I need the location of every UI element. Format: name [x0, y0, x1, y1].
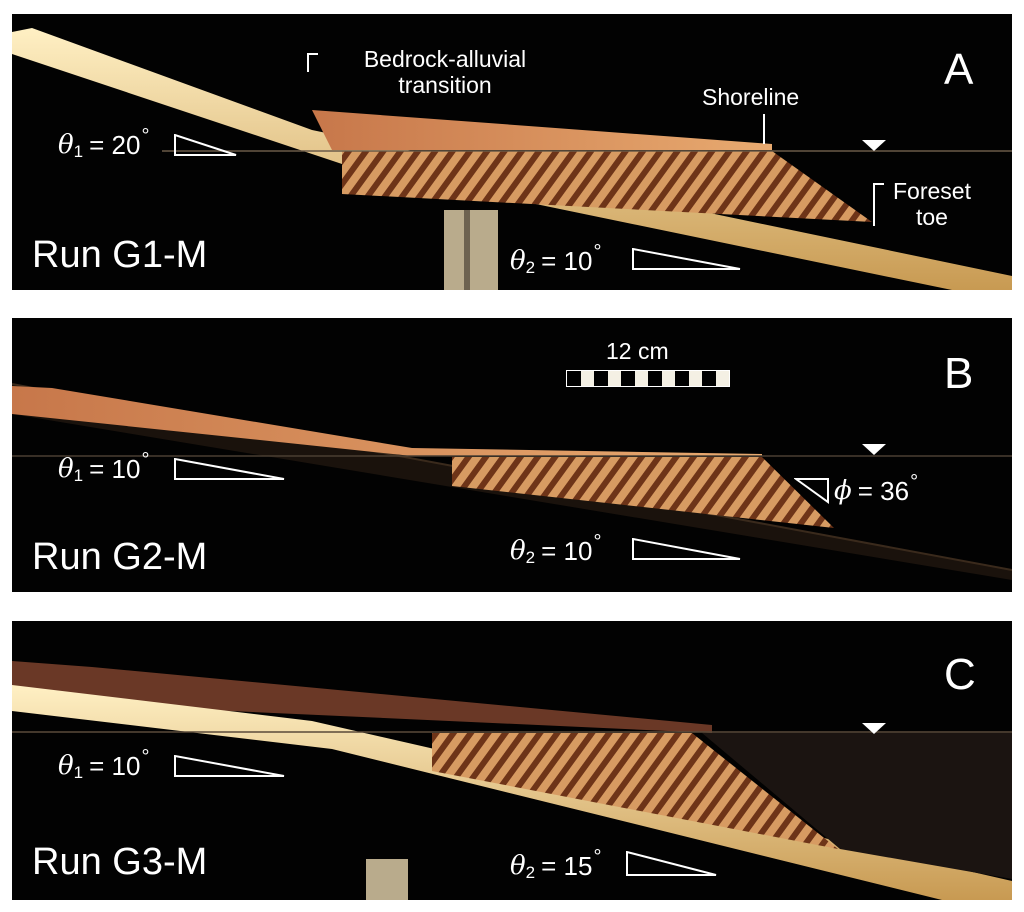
shoreline-marker-icon	[862, 444, 886, 455]
panel-letter: A	[944, 45, 974, 94]
phi-wedge-icon	[794, 478, 829, 504]
bedrock-transition-label: Bedrock-alluvial transition	[363, 46, 527, 99]
foreset-deposit	[342, 151, 872, 222]
shoreline-marker-icon	[862, 140, 886, 151]
scale-bar-label: 12 cm	[606, 338, 669, 364]
shoreline-marker-icon	[862, 723, 886, 734]
support-post	[366, 859, 408, 900]
support-post	[444, 210, 498, 290]
theta1-wedge-icon	[174, 755, 285, 777]
theta1-wedge-icon	[174, 458, 285, 480]
bedrock-ramp	[12, 685, 1012, 900]
upper-ramp	[12, 661, 712, 733]
theta2-wedge-icon	[632, 538, 741, 560]
shoreline-label: Shoreline	[702, 84, 800, 110]
panel-a: A Run G1-M Bedrock-alluvial transition S…	[12, 14, 1012, 290]
bedrock-ramp	[12, 28, 1012, 290]
panel-c-photo	[12, 661, 1012, 900]
topset-deposit	[312, 110, 772, 150]
run-label: Run G1-M	[32, 234, 208, 276]
run-label: Run G3-M	[32, 841, 208, 883]
scale-bar	[566, 370, 730, 387]
theta1-wedge-icon	[174, 134, 237, 156]
run-label: Run G2-M	[32, 536, 208, 578]
phi-label: ϕ= 36°	[834, 471, 919, 506]
foreset-deposit	[432, 733, 838, 849]
theta2-wedge-icon	[626, 851, 717, 876]
foreset-toe-label: Foreset toe	[893, 178, 971, 231]
topset-deposit	[12, 386, 762, 456]
panel-letter: C	[944, 650, 976, 699]
panel-a-photo	[12, 28, 1012, 290]
panel-letter: B	[944, 349, 974, 398]
panel-b-photo	[12, 383, 1012, 580]
foreset-deposit	[452, 457, 834, 528]
theta2-wedge-icon	[632, 248, 741, 270]
